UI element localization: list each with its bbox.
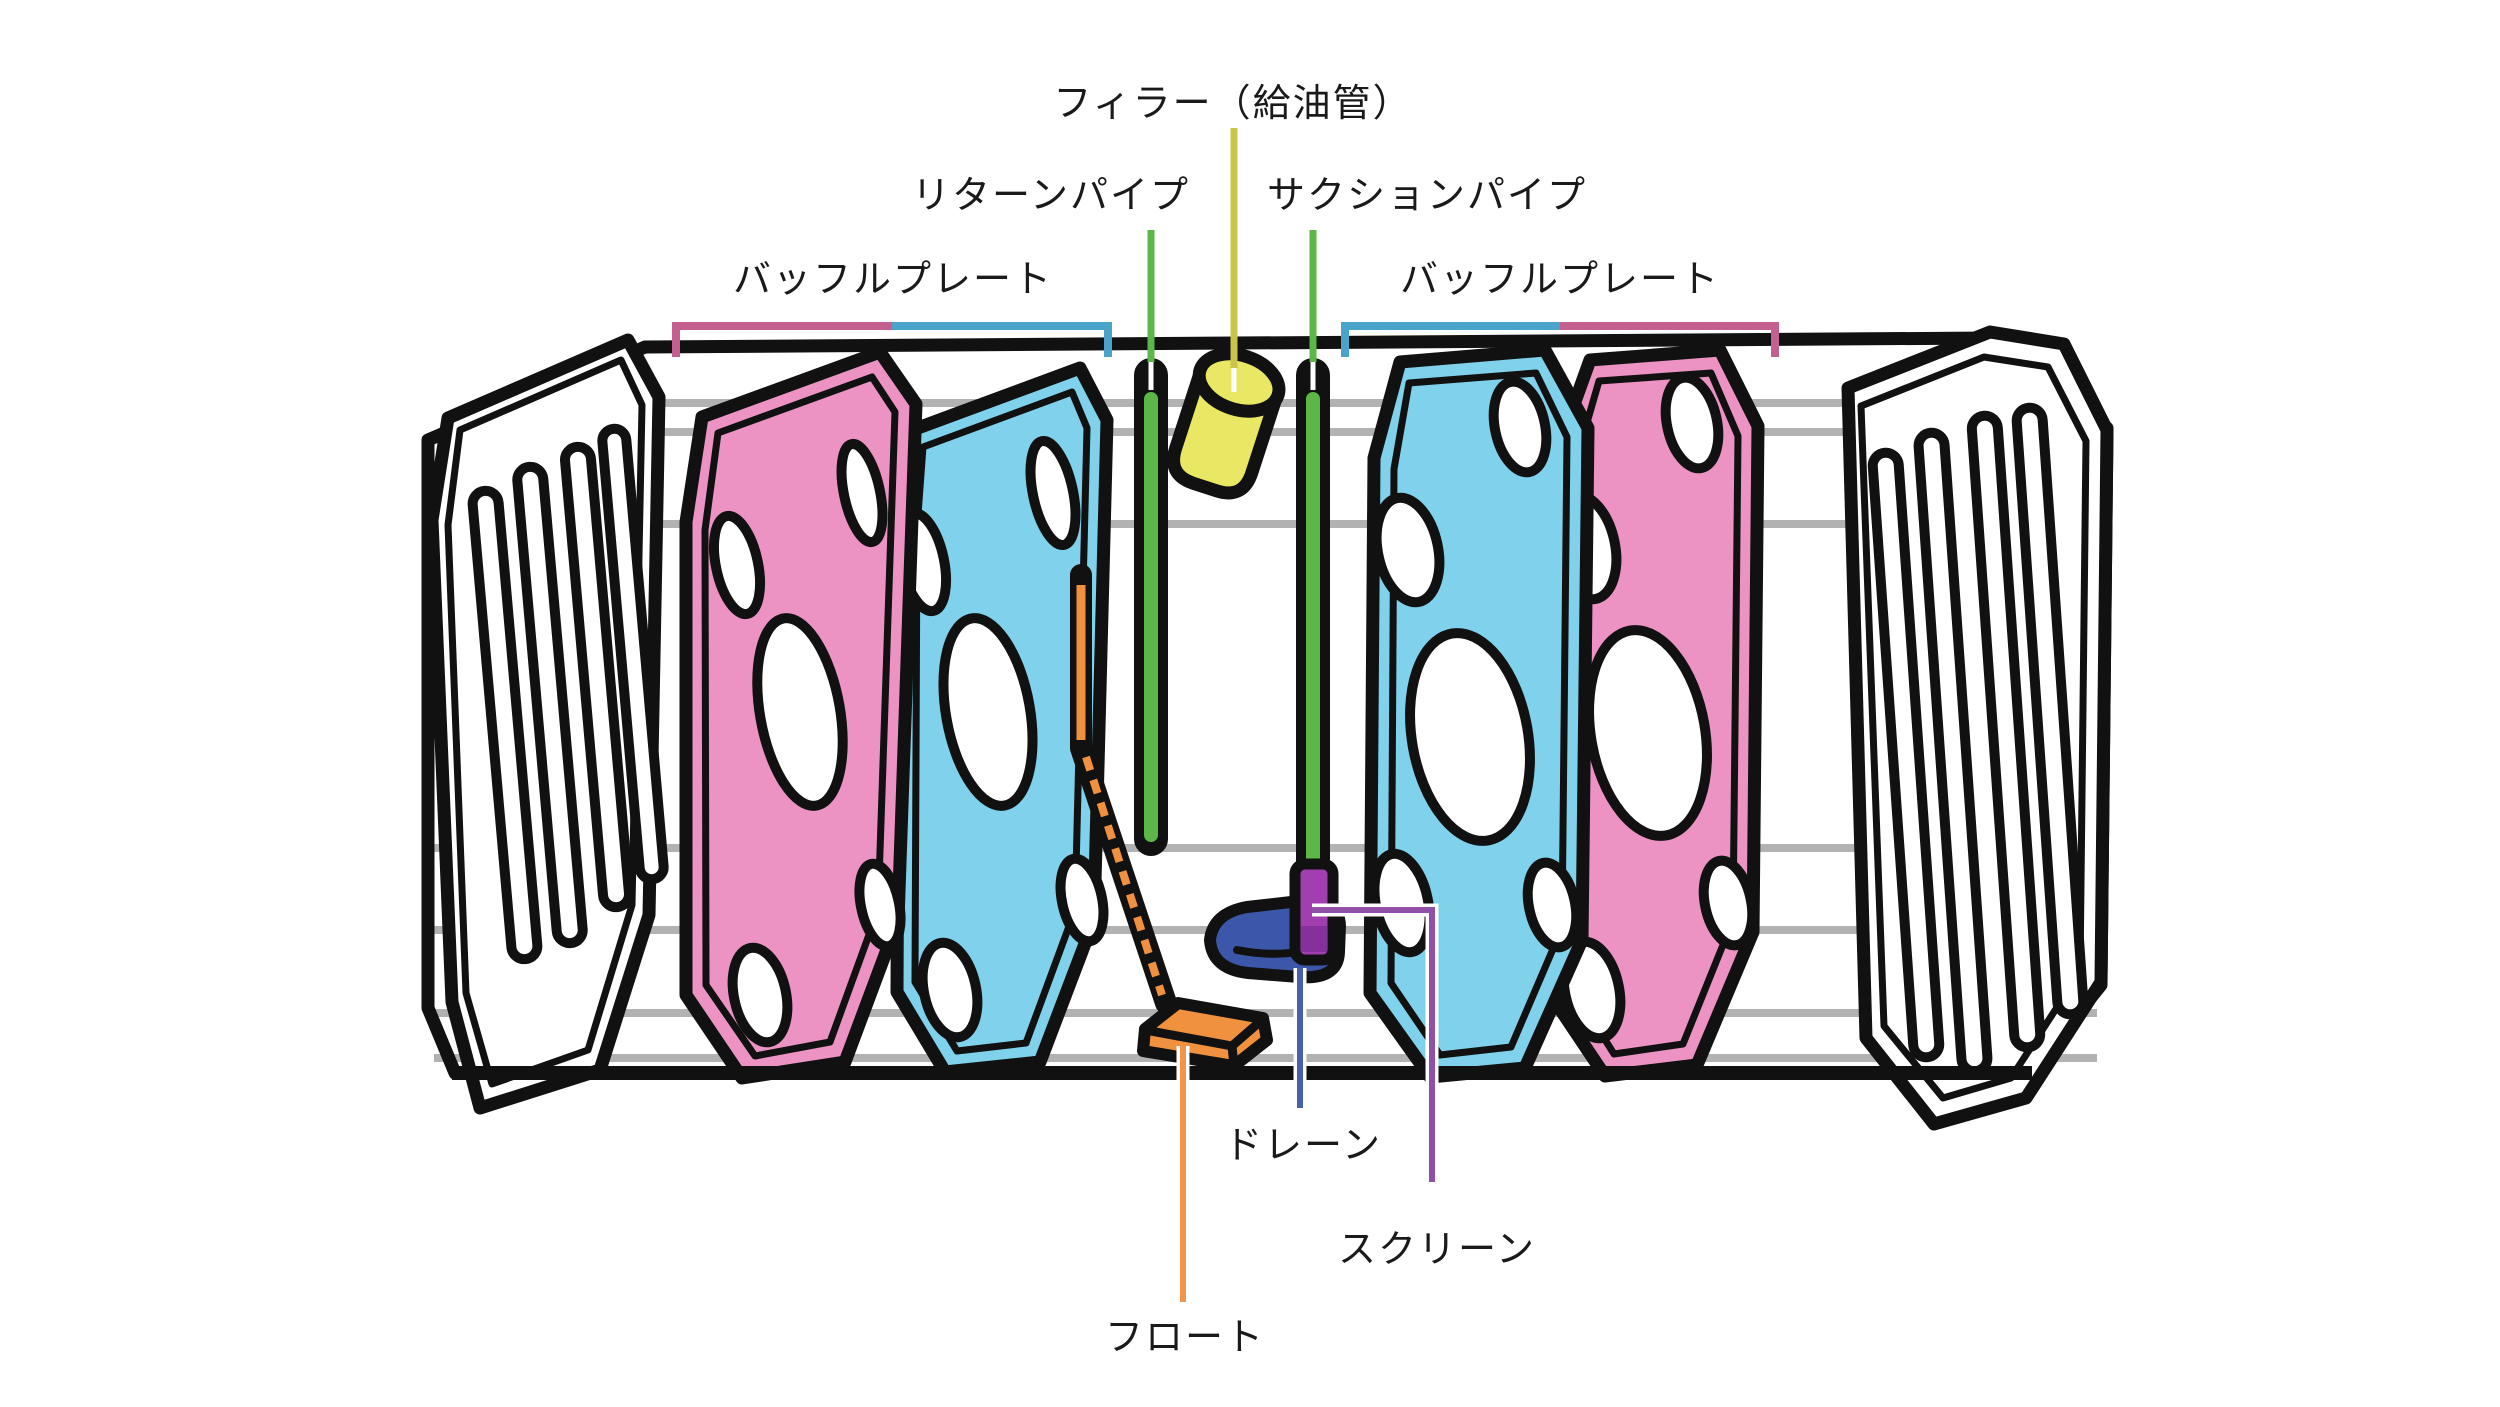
baffle-hole (1522, 857, 1582, 953)
baffle-hole (708, 510, 766, 620)
baffle-plate-blue-left (890, 361, 1114, 1079)
float-edges (1144, 1015, 1266, 1067)
float-arm (1070, 564, 1177, 1014)
baffle-hole (727, 942, 793, 1048)
end-plate-slot (512, 461, 588, 949)
end-plate-slots (467, 423, 669, 965)
plate-inner-contour (444, 356, 646, 1088)
return-pipe-label: リターンパイプ (912, 175, 1190, 217)
baffle-hole (854, 858, 906, 952)
baffle-plate-left-label: バッフルプレート (733, 259, 1053, 301)
baffle-hole (1698, 855, 1758, 951)
plate-inner-contour (1387, 369, 1571, 1059)
baffle-hole (836, 438, 888, 548)
baffle-hole (917, 937, 983, 1043)
baffle-hole (1025, 435, 1081, 551)
float (1137, 997, 1273, 1072)
return-pipe (1134, 358, 1168, 856)
baffle-holes (1369, 376, 1582, 958)
filler-label: フィラー（給油管） (1053, 83, 1412, 125)
baffle-hole (752, 613, 848, 811)
end-plate-right (1841, 325, 2114, 1131)
baffle-plate-right-label: バッフルプレート (1400, 259, 1720, 301)
diagram-labels: フィラー（給油管） リターンパイプ サクションパイプ バッフルプレート バッフル… (733, 83, 1720, 1359)
baffle-hole (1405, 628, 1535, 846)
end-plate-slots (1867, 402, 2089, 1077)
end-plate-slot (2011, 402, 2089, 1020)
screen-leader-line (1312, 907, 1435, 1182)
baffle-bracket-right-blue (1341, 322, 1560, 357)
end-plate-slot (467, 485, 543, 965)
baffle-bracket-right-pink (1560, 322, 1779, 357)
baffle-bracket-left-pink (672, 322, 892, 357)
baffle-holes (708, 438, 906, 1048)
suction-pipe-label: サクションパイプ (1267, 175, 1587, 217)
baffle-bracket-left-blue (892, 322, 1112, 357)
end-plate-slot (1966, 410, 2046, 1053)
baffle-hole (1371, 492, 1445, 608)
baffle-plate-pink-left (679, 345, 923, 1085)
drain-label: ドレーン (1224, 1125, 1382, 1167)
float-label: フロート (1105, 1317, 1265, 1359)
end-plate-slot (1867, 447, 1945, 1063)
end-plate-left (425, 333, 669, 1115)
baffle-hole (1660, 372, 1724, 474)
leader-lines (672, 128, 1779, 1302)
screen-label: スクリーン (1338, 1229, 1536, 1271)
baffle-holes (894, 435, 1109, 1043)
end-plate-slot (597, 423, 669, 885)
baffle-hole (1584, 625, 1712, 841)
baffle-hole (938, 613, 1038, 811)
baffle-hole (1488, 376, 1552, 478)
baffle-hole (1055, 853, 1109, 947)
baffle-plate-blue-right (1363, 343, 1595, 1084)
suction-pipe (1296, 358, 1330, 886)
end-plate-slot (560, 441, 634, 913)
filler-neck (1167, 347, 1286, 500)
